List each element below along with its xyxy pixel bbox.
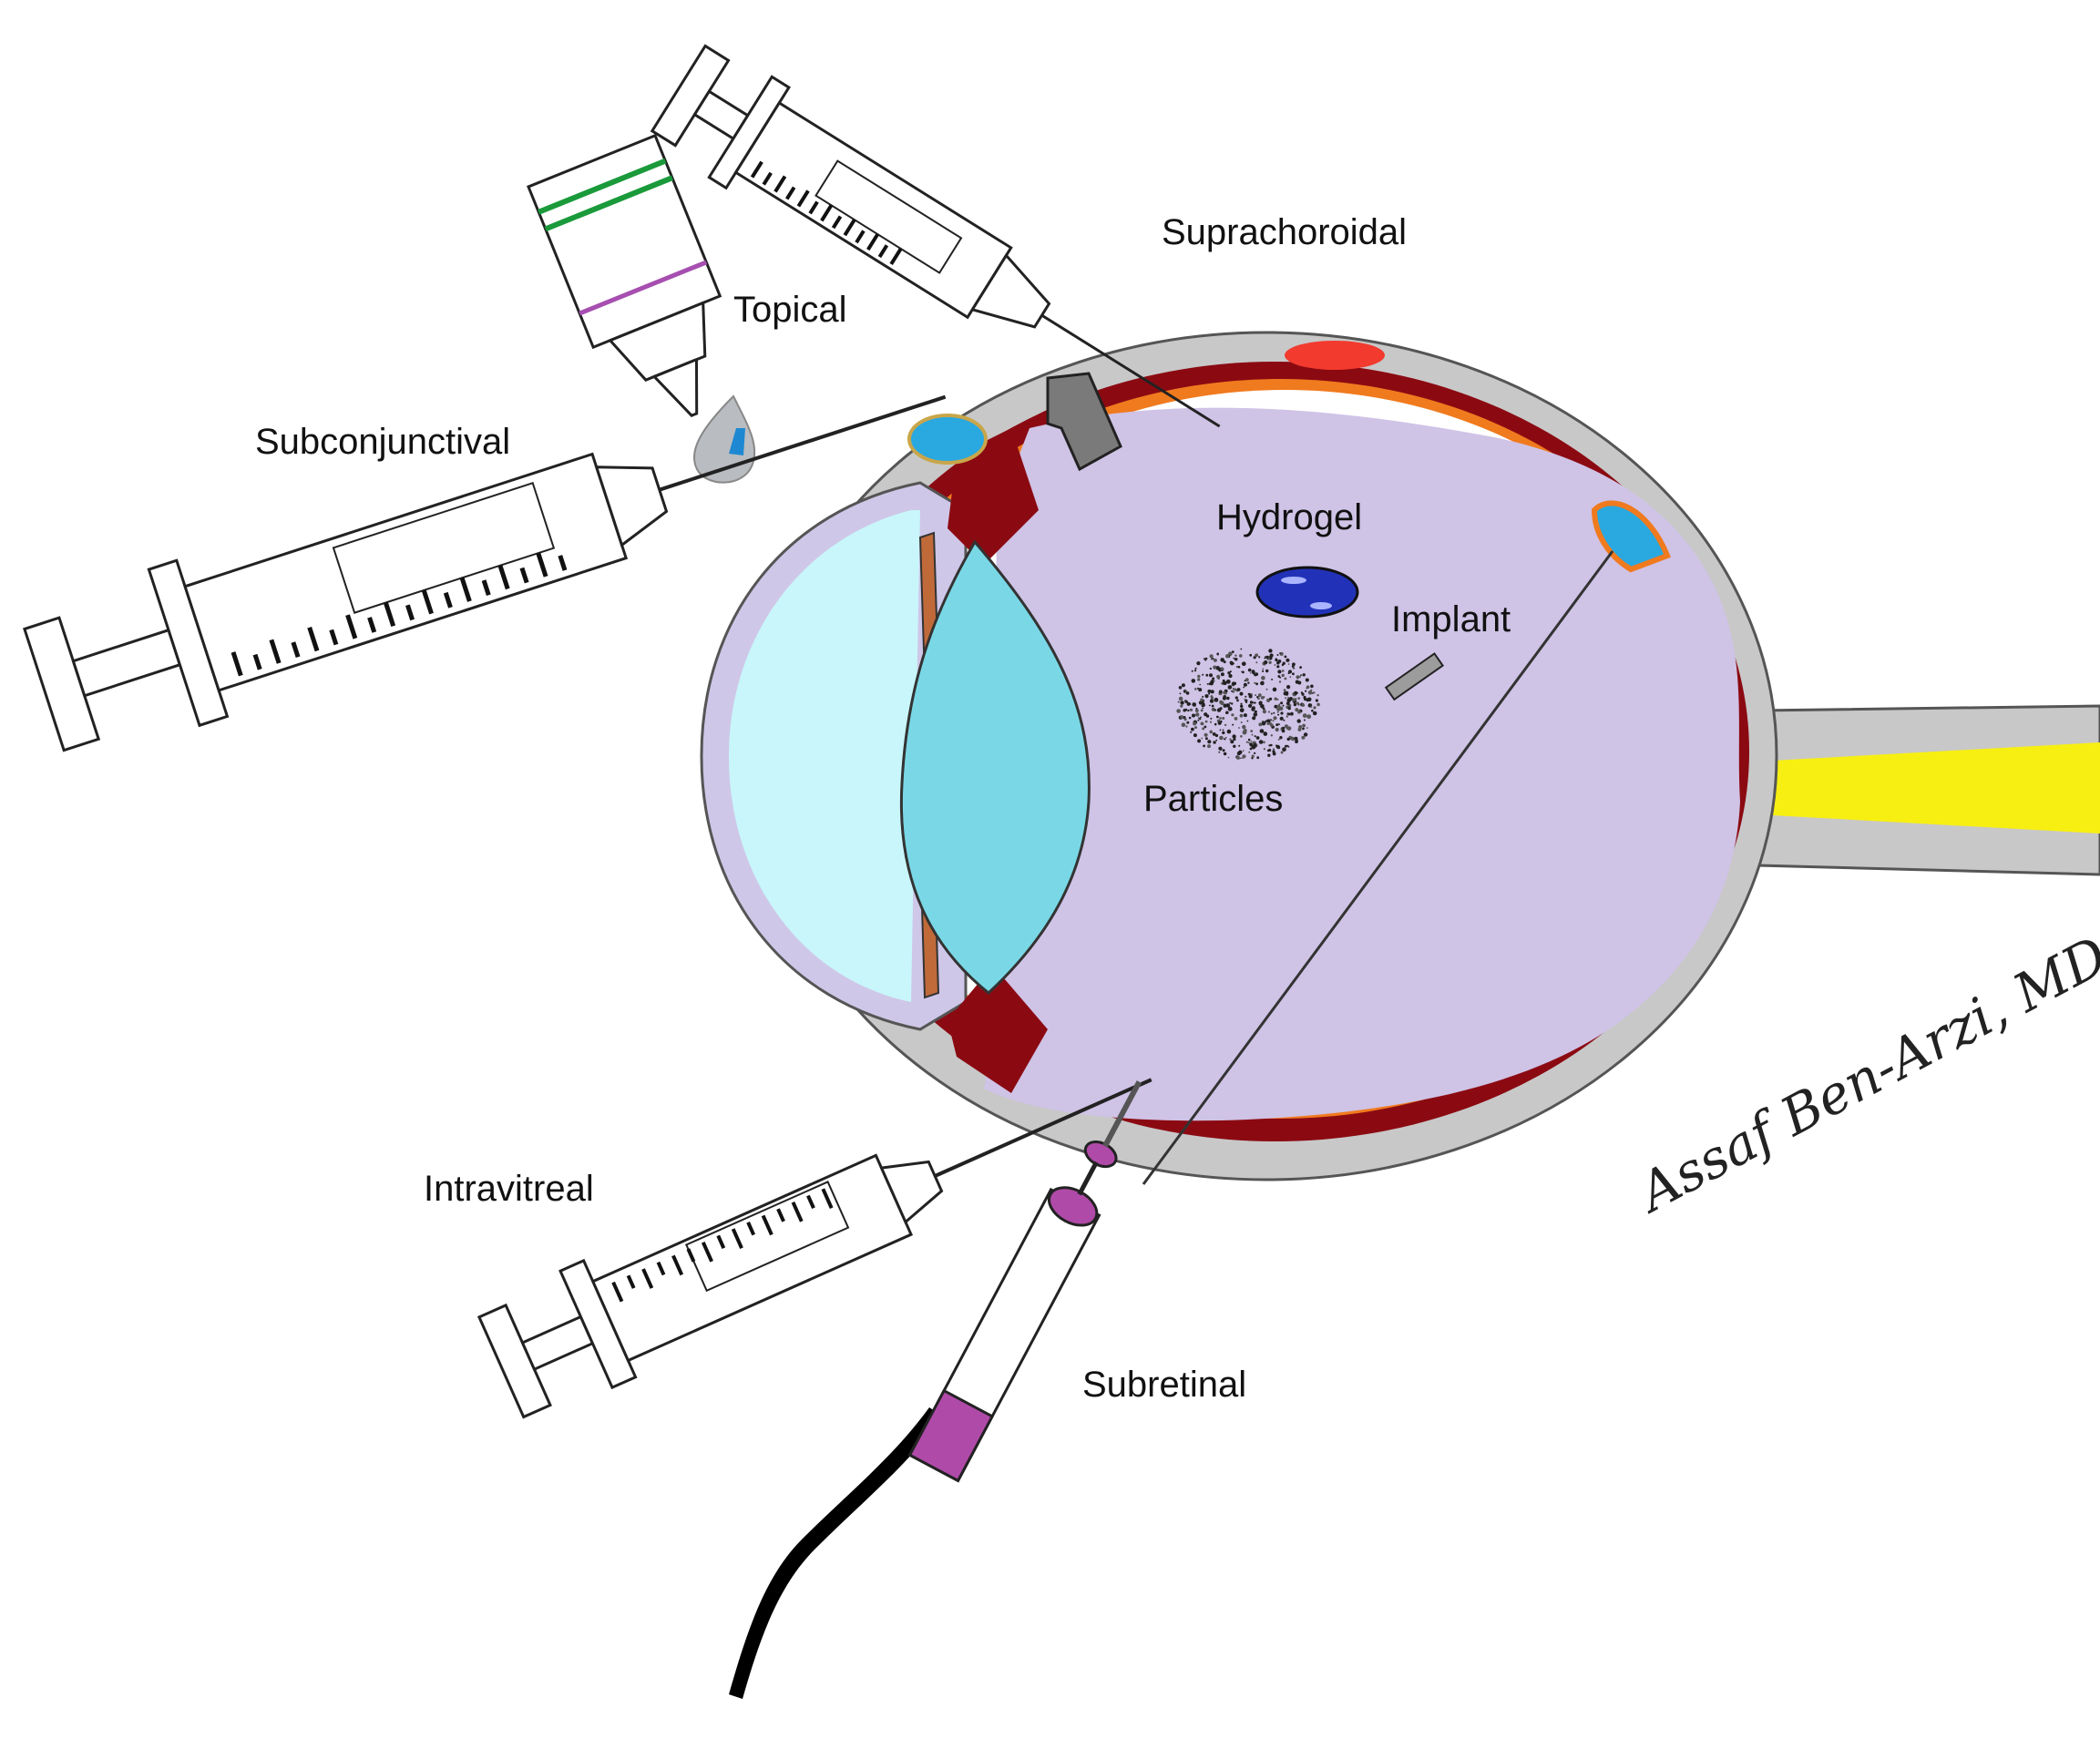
eye-drop: [692, 394, 756, 484]
subconjunctival-bleb: [907, 414, 988, 465]
label-subretinal: Subretinal: [1082, 1365, 1247, 1405]
intravitreal-syringe: [476, 1078, 1152, 1419]
lens: [899, 539, 1091, 995]
eye-drop-bottle: [527, 133, 722, 417]
subretinal-cannula-wire: [1142, 550, 1614, 1185]
label-topical: Topical: [733, 290, 847, 330]
label-intravitreal: Intravitreal: [424, 1169, 594, 1209]
suprachoroidal-syringe: [650, 44, 1221, 428]
label-subconjunctival: Subconjunctival: [255, 422, 511, 462]
trocar-port: [1046, 372, 1122, 472]
label-particles: Particles: [1143, 779, 1284, 819]
subretinal-cannula: [729, 1080, 1142, 1699]
implant-rod: [1384, 652, 1445, 701]
label-suprachoroidal: Suprachoroidal: [1162, 212, 1408, 252]
subconjunctival-syringe: [23, 394, 947, 752]
label-implant: Implant: [1391, 599, 1511, 639]
cornea: [700, 481, 968, 1031]
vitreous-body: [984, 407, 1740, 1121]
suprachoroidal-bleb: [1285, 341, 1385, 370]
optic-nerve: [1757, 704, 2100, 876]
hydrogel-depot: [1255, 566, 1359, 619]
label-hydrogel: Hydrogel: [1216, 497, 1363, 537]
particles-cloud: [1176, 648, 1320, 760]
